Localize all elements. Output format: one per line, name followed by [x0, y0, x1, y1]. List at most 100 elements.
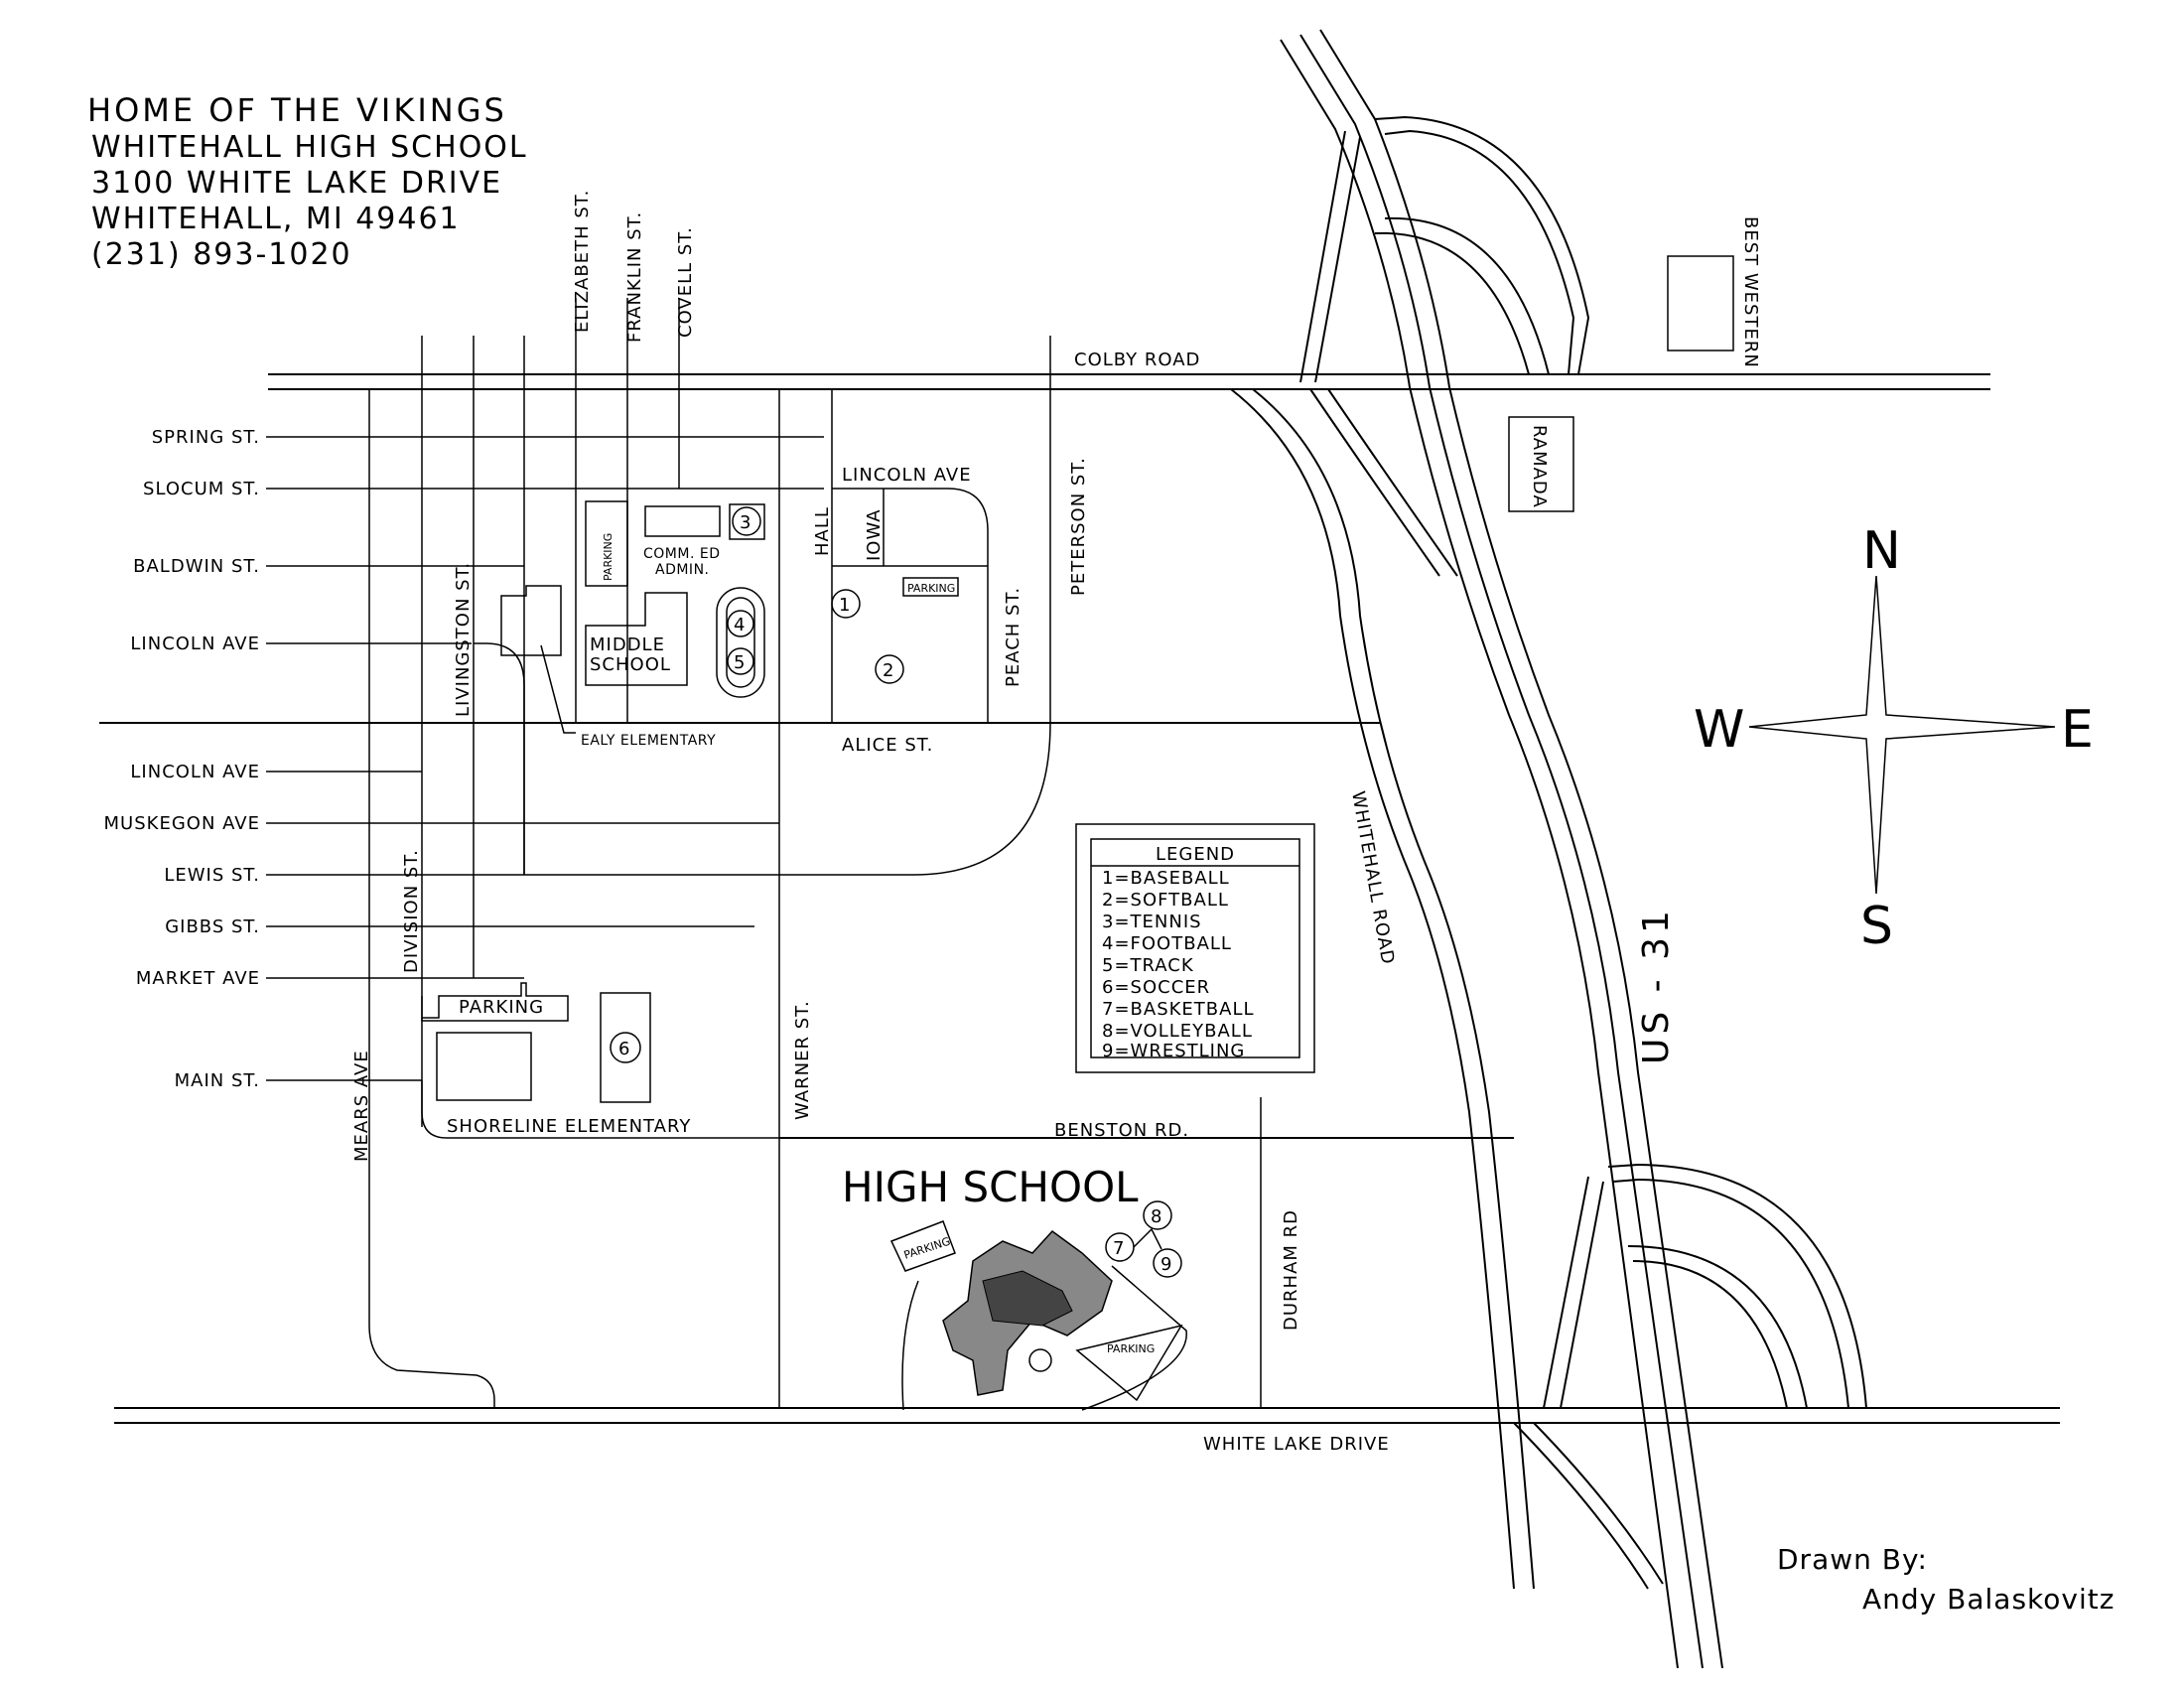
marker-6-label: 6 — [618, 1039, 630, 1059]
credit-line-1: Drawn By: — [1777, 1543, 1928, 1576]
parking-label-west: PARKING — [902, 1235, 952, 1262]
ramada-building — [1508, 416, 1574, 512]
label-gibbs: GIBBS ST. — [165, 916, 260, 937]
compass-s: S — [1860, 897, 1893, 956]
marker-8-label: 8 — [1151, 1206, 1162, 1227]
label-lincoln-2: LINCOLN AVE — [130, 762, 260, 782]
credit: Drawn By: Andy Balaskovitz — [1777, 1543, 2115, 1616]
school-name: WHITEHALL HIGH SCHOOL — [91, 130, 528, 165]
shoreline-elementary-building — [436, 1032, 532, 1101]
street-grid — [266, 298, 1262, 1408]
track-oval — [716, 587, 765, 698]
label-peach: PEACH ST. — [1003, 587, 1024, 687]
ealy-pointer — [540, 644, 576, 734]
parking-label-school: PARKING — [907, 582, 955, 595]
comm-ed-label: COMM. ED — [643, 546, 720, 562]
marker-4: 4 — [727, 610, 754, 637]
ealy-label: EALY ELEMENTARY — [581, 733, 716, 749]
label-franklin: FRANKLIN ST. — [624, 211, 645, 343]
header: HOME OF THE VIKINGS WHITEHALL HIGH SCHOO… — [87, 91, 528, 272]
parking-lot-school — [902, 577, 959, 597]
label-alice: ALICE ST. — [842, 735, 933, 756]
marker-9: 9 — [1153, 1248, 1182, 1278]
high-school-label: HIGH SCHOOL — [842, 1163, 1139, 1211]
legend-item: 4=FOOTBALL — [1102, 933, 1232, 954]
label-whitehall-road: WHITEHALL ROAD — [1347, 789, 1398, 966]
compass-n: N — [1862, 521, 1901, 581]
highways — [1230, 29, 1867, 1669]
street-labels: SPRING ST. SLOCUM ST. BALDWIN ST. LINCOL… — [104, 190, 1677, 1455]
legend-item: 5=TRACK — [1102, 955, 1194, 976]
legend-item: 1=BASEBALL — [1102, 868, 1230, 889]
school-address: 3100 WHITE LAKE DRIVE — [91, 166, 502, 201]
label-main: MAIN ST. — [175, 1070, 260, 1091]
label-lincoln-3: LINCOLN AVE — [842, 465, 972, 486]
ramada-label: RAMADA — [1529, 425, 1550, 508]
label-hall: HALL — [812, 506, 833, 556]
school-city: WHITEHALL, MI 49461 — [91, 202, 461, 236]
legend-item: 6=SOCCER — [1102, 977, 1210, 998]
parking-lot-high-school — [1075, 1324, 1183, 1402]
legend-title: LEGEND — [1156, 844, 1235, 865]
marker-2: 2 — [875, 654, 904, 684]
label-muskegon: MUSKEGON AVE — [104, 813, 260, 834]
marker-9-label: 9 — [1160, 1254, 1172, 1275]
label-us31: US - 31 — [1636, 907, 1677, 1064]
label-livingston: LIVINGSTON ST. — [453, 562, 474, 717]
school-phone: (231) 893-1020 — [91, 237, 352, 272]
legend-item: 2=SOFTBALL — [1102, 890, 1229, 911]
admin-label: ADMIN. — [655, 562, 710, 578]
soccer-field — [600, 992, 651, 1103]
ealy-elementary-building — [500, 585, 562, 656]
legend-item: 9=WRESTLING — [1102, 1041, 1245, 1061]
label-elizabeth: ELIZABETH ST. — [572, 190, 593, 333]
label-spring: SPRING ST. — [152, 427, 260, 448]
marker-6: 6 — [610, 1032, 641, 1063]
marker-7: 7 — [1105, 1232, 1135, 1262]
credit-line-2: Andy Balaskovitz — [1862, 1583, 2115, 1616]
marker-1-label: 1 — [839, 595, 851, 616]
label-benston: BENSTON RD. — [1054, 1120, 1189, 1141]
marker-1: 1 — [831, 589, 861, 619]
football-field — [726, 597, 755, 688]
label-market: MARKET AVE — [136, 968, 260, 989]
legend-item: 8=VOLLEYBALL — [1102, 1021, 1253, 1042]
label-iowa: IOWA — [864, 508, 885, 561]
shoreline-label: SHORELINE ELEMENTARY — [447, 1116, 691, 1137]
compass-e: E — [2061, 700, 2094, 760]
label-warner: WARNER ST. — [792, 1000, 813, 1120]
compass-rose: N S E W — [1694, 521, 2094, 956]
best-western-label: BEST WESTERN — [1740, 216, 1761, 368]
buildings: PARKING COMM. ED ADMIN. MIDDLE SCHOOL EA… — [421, 216, 1761, 1411]
marker-3: 3 — [732, 506, 761, 536]
label-lincoln-1: LINCOLN AVE — [130, 633, 260, 654]
marker-5: 5 — [727, 647, 754, 675]
legend-item: 7=BASKETBALL — [1102, 999, 1255, 1020]
middle-school-label-2: SCHOOL — [590, 654, 671, 675]
label-durham: DURHAM RD — [1281, 1209, 1301, 1331]
map-title: HOME OF THE VIKINGS — [87, 91, 507, 129]
label-division: DIVISION ST. — [401, 849, 422, 973]
label-mears: MEARS AVE — [351, 1050, 372, 1162]
label-colby: COLBY ROAD — [1074, 350, 1200, 370]
label-peterson: PETERSON ST. — [1068, 457, 1089, 596]
parking-label-shoreline: PARKING — [459, 997, 544, 1018]
marker-4-label: 4 — [734, 615, 746, 635]
comm-ed-building — [644, 505, 721, 537]
legend-items: 1=BASEBALL 2=SOFTBALL 3=TENNIS 4=FOOTBAL… — [1102, 868, 1255, 1061]
parking-label-high-school: PARKING — [1107, 1342, 1155, 1355]
parking-lot-shoreline — [421, 982, 569, 1022]
label-slocum: SLOCUM ST. — [143, 479, 260, 499]
facility-markers: 1 2 3 4 5 6 7 8 — [610, 506, 1182, 1278]
label-lewis: LEWIS ST. — [164, 865, 260, 886]
compass-w: W — [1694, 700, 1744, 760]
legend: LEGEND 1=BASEBALL 2=SOFTBALL 3=TENNIS 4=… — [1075, 823, 1315, 1073]
marker-7-label: 7 — [1113, 1238, 1125, 1259]
tennis-courts — [729, 503, 765, 540]
compass-star-icon — [1748, 575, 2056, 895]
marker-8: 8 — [1143, 1200, 1172, 1230]
marker-3-label: 3 — [740, 512, 751, 533]
parking-lot-west — [889, 1220, 956, 1272]
label-white-lake: WHITE LAKE DRIVE — [1203, 1434, 1390, 1455]
